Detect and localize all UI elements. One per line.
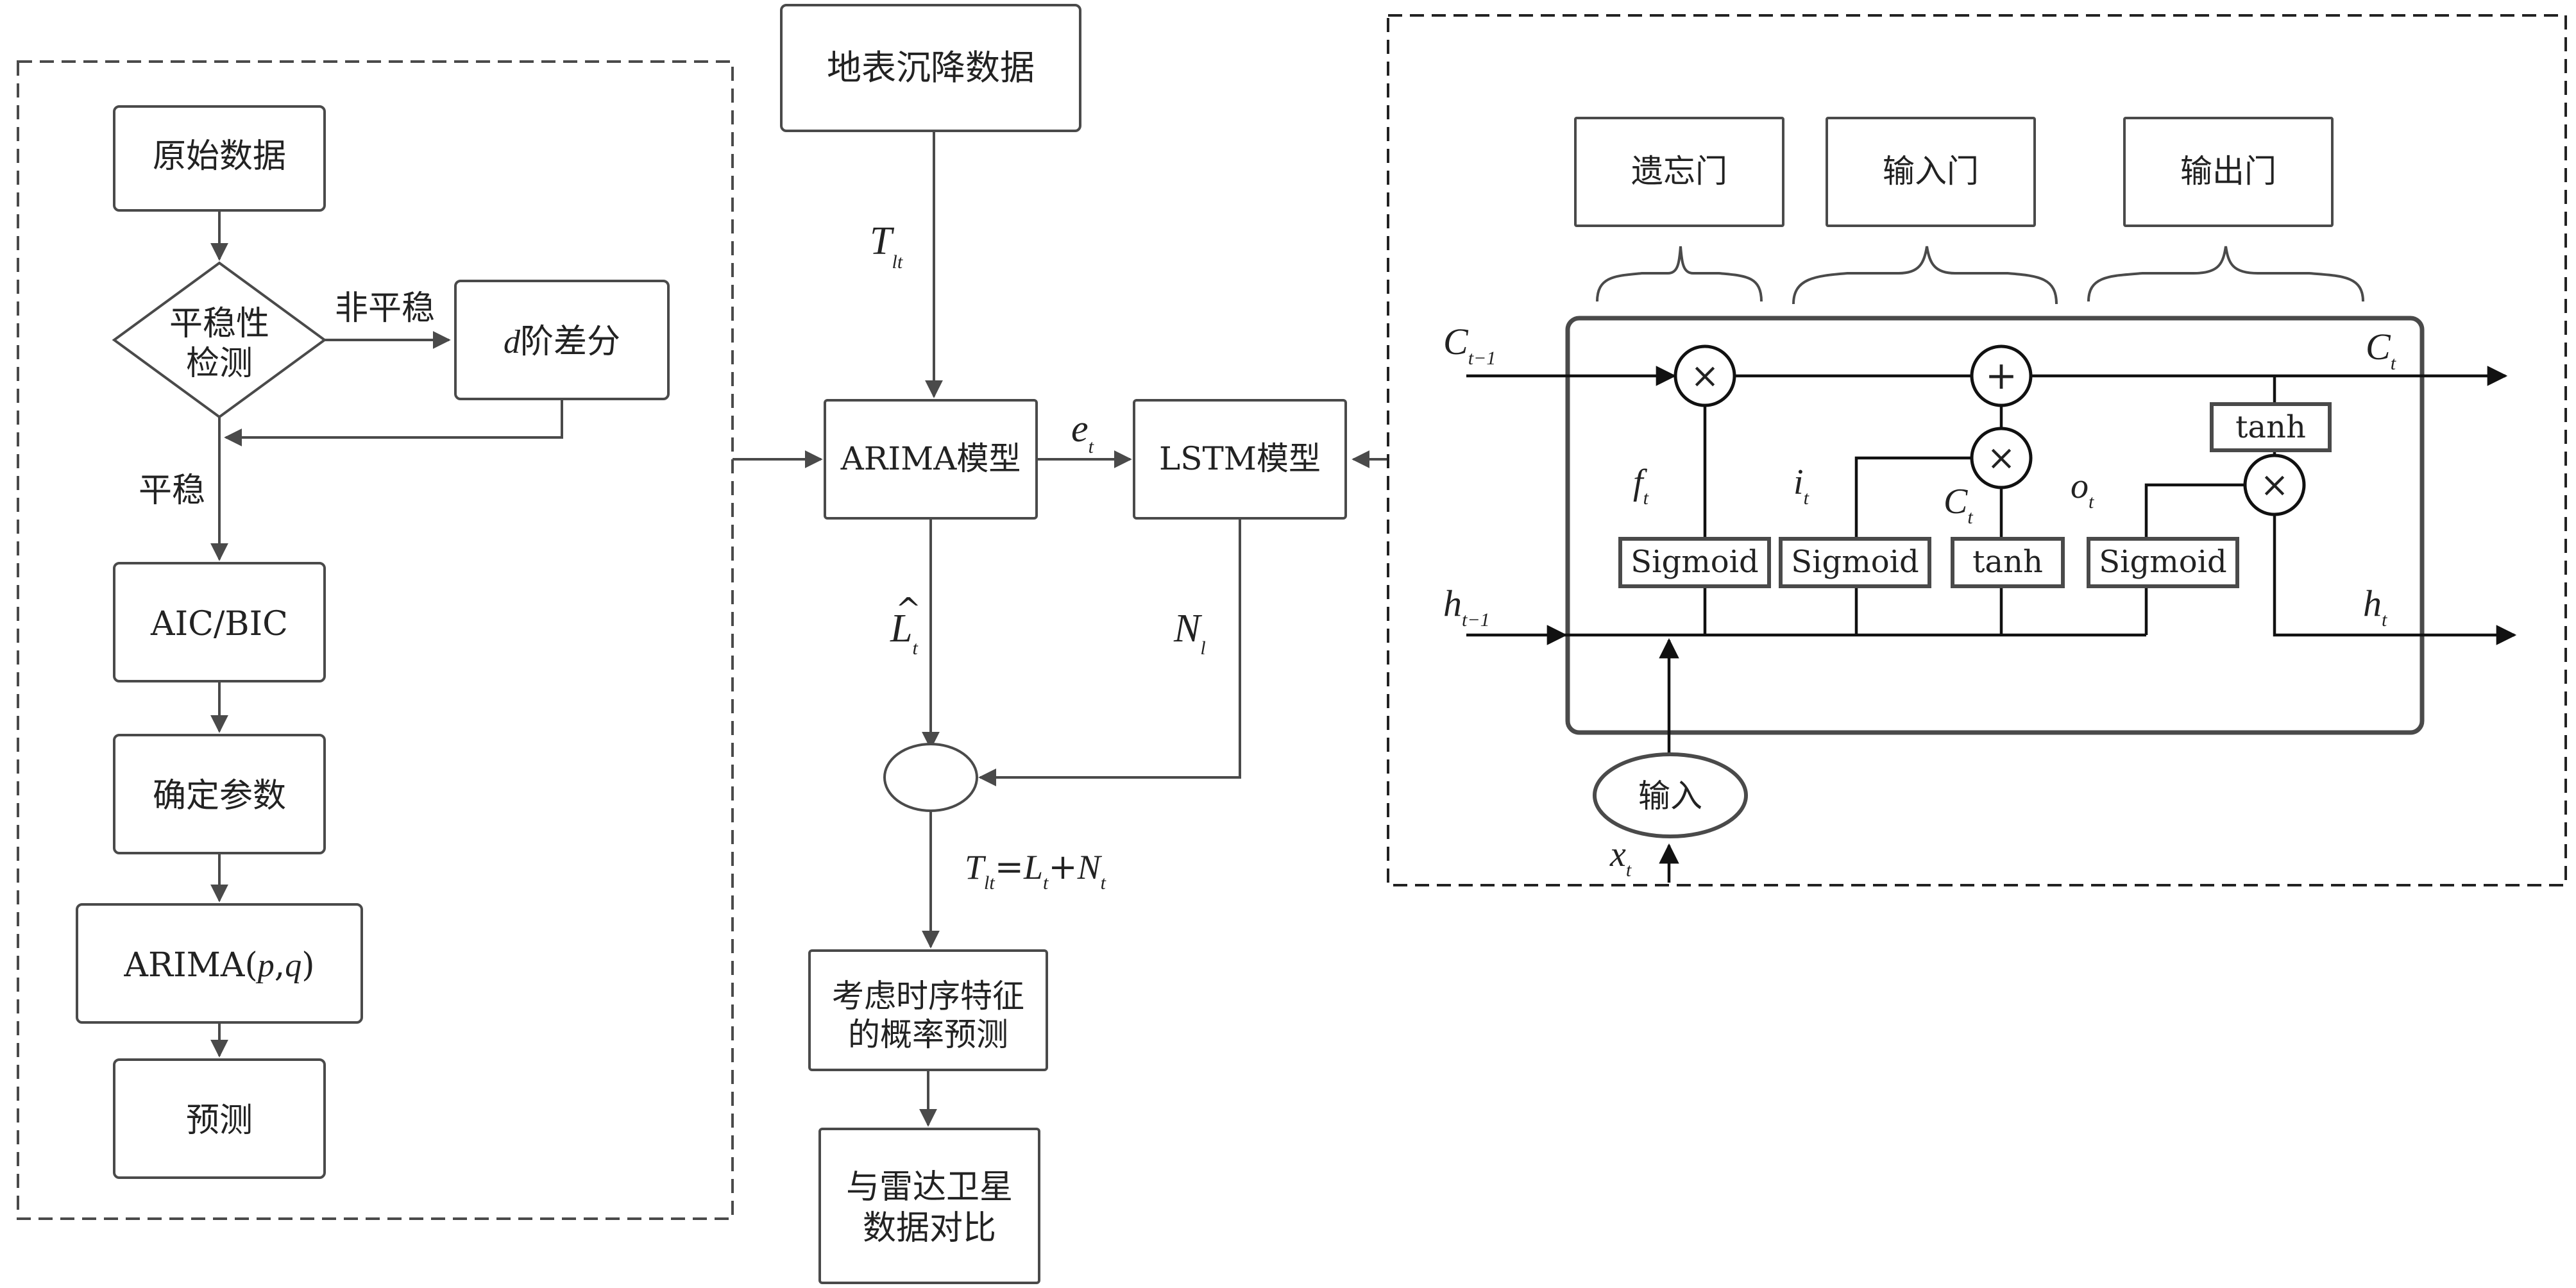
feedback-arrow-diff-to-main [224,399,563,446]
arima-model-label: ARIMA模型 [840,440,1021,477]
stationarity-test-label-1: 平稳性 [169,305,269,343]
raw-data-label: 原始数据 [153,137,286,176]
aic-bic-box: AIC/BIC [113,562,326,682]
prob-forecast-label-2: 的概率预测 [848,1016,1008,1053]
candidate-tanh-label: tanh [1972,544,2043,580]
input-gate-line [1854,456,1970,539]
prob-forecast-label-1: 考虑时序特征 [832,978,1024,1015]
raw-data-box: 原始数据 [113,105,326,212]
e-t-label: et [1071,407,1094,457]
output-tanh-label: tanh [2235,409,2306,445]
determine-params-box: 确定参数 [113,734,326,854]
L-hat-t-label: Lt [890,607,918,659]
compare-label-2: 数据对比 [863,1209,996,1248]
forget-sigmoid-box: Sigmoid [1618,537,1771,588]
forget-sigmoid-label: Sigmoid [1631,544,1758,580]
probabilistic-forecast-box: 考虑时序特征 的概率预测 [808,949,1048,1071]
forget-gate-label: 遗忘门 [1631,153,1727,190]
predict-box: 预测 [113,1058,326,1179]
candidate-tanh-box: tanh [1951,537,2065,588]
nonstationary-label: 非平稳 [335,289,435,328]
aic-bic-label: AIC/BIC [150,605,288,643]
differencing-label: d阶差分 [504,323,620,361]
forget-multiply-symbol: × [1690,355,1719,396]
input-multiply-node: × [1970,427,2033,489]
subsidence-data-label: 地表沉降数据 [827,47,1035,88]
output-sigmoid-label: Sigmoid [2099,544,2226,580]
hidden-state-out [2273,512,2517,645]
stationary-label: 平稳 [139,471,205,510]
forget-gate-box: 遗忘门 [1574,117,1784,227]
differencing-order-var: d [504,324,521,360]
h-prev-label: ht−1 [1443,582,1490,631]
combine-node [883,743,978,812]
compare-label-1: 与雷达卫星 [846,1168,1013,1207]
input-node-label: 输入 [1638,777,1702,815]
o-t-label: ot [2071,466,2094,513]
add-node: + [1970,344,2033,407]
forget-multiply-node: × [1674,344,1736,407]
output-sigmoid-box: Sigmoid [2087,537,2239,588]
combine-equation: Tlt=Lt+Nt [965,847,1106,894]
output-multiply-symbol: × [2260,464,2289,505]
stationarity-test-diamond: 平稳性 检测 [112,261,327,419]
differencing-text: 阶差分 [520,323,620,361]
input-node: 输入 [1593,752,1748,838]
input-gate-box: 输入门 [1826,117,2036,227]
lstm-cell-panel [1387,14,2567,886]
output-multiply-node: × [2243,453,2306,516]
input-gate-label: 输入门 [1883,153,1979,190]
T-lt-label: Tlt [870,219,903,273]
determine-params-label: 确定参数 [153,777,286,815]
lstm-model-label: LSTM模型 [1159,440,1321,477]
arima-pq-label: ARIMA(p,q) [123,946,314,985]
forget-gate-brace [1596,246,1763,302]
output-tanh-box: tanh [2210,402,2332,452]
x-t-label: xt [1609,835,1632,881]
subsidence-data-box: 地表沉降数据 [780,4,1081,132]
add-symbol: + [1985,353,2017,398]
output-gate-line [2144,483,2245,539]
input-sigmoid-box: Sigmoid [1779,537,1931,588]
output-gate-brace [2087,246,2364,302]
arima-model-box: ARIMA模型 [824,399,1038,520]
stationarity-test-label-2: 检测 [186,344,253,383]
arrow-lstm-to-combine [978,518,1241,786]
radar-comparison-box: 与雷达卫星 数据对比 [818,1128,1040,1284]
input-multiply-symbol: × [1987,437,2015,478]
i-t-label: it [1793,462,1809,509]
N-l-label: Nl [1173,607,1206,659]
input-gate-brace [1792,246,2058,305]
differencing-box: d阶差分 [454,280,670,400]
C-prev-label: Ct−1 [1443,321,1496,369]
L-hat-mark: ^ [895,591,921,627]
output-gate-label: 输出门 [2180,153,2276,190]
arima-flow-panel [17,60,734,1220]
arima-pq-box: ARIMA(p,q) [76,903,363,1024]
C-tilde-label: Ct [1944,482,1973,528]
lstm-model-box: LSTM模型 [1133,399,1347,520]
lstm-cell-body [1565,316,2425,735]
predict-label: 预测 [186,1101,253,1140]
input-sigmoid-label: Sigmoid [1791,544,1919,580]
C-out-label: Ct [2366,326,2396,374]
h-out-label: ht [2363,582,2387,631]
output-gate-box: 输出门 [2123,117,2334,227]
